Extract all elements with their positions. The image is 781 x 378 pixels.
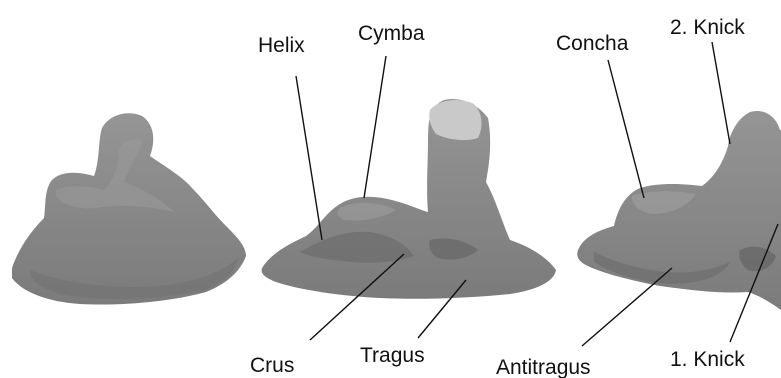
label-crus: Crus [250, 354, 294, 377]
label-antitragus: Antitragus [496, 356, 591, 378]
label-cymba: Cymba [358, 22, 425, 45]
ear-model-left [12, 113, 246, 304]
label-knick1: 1. Knick [670, 348, 745, 371]
label-tragus: Tragus [360, 344, 425, 367]
leader-antitragus [582, 268, 672, 346]
leader-helix [296, 76, 322, 240]
label-helix: Helix [258, 34, 305, 57]
ear-model-middle [262, 99, 556, 299]
ear-model-right [577, 111, 781, 310]
leader-concha [608, 60, 644, 198]
leader-cymba [364, 56, 386, 198]
label-knick2: 2. Knick [670, 16, 745, 39]
leader-knick2 [712, 42, 730, 144]
label-concha: Concha [556, 32, 629, 55]
